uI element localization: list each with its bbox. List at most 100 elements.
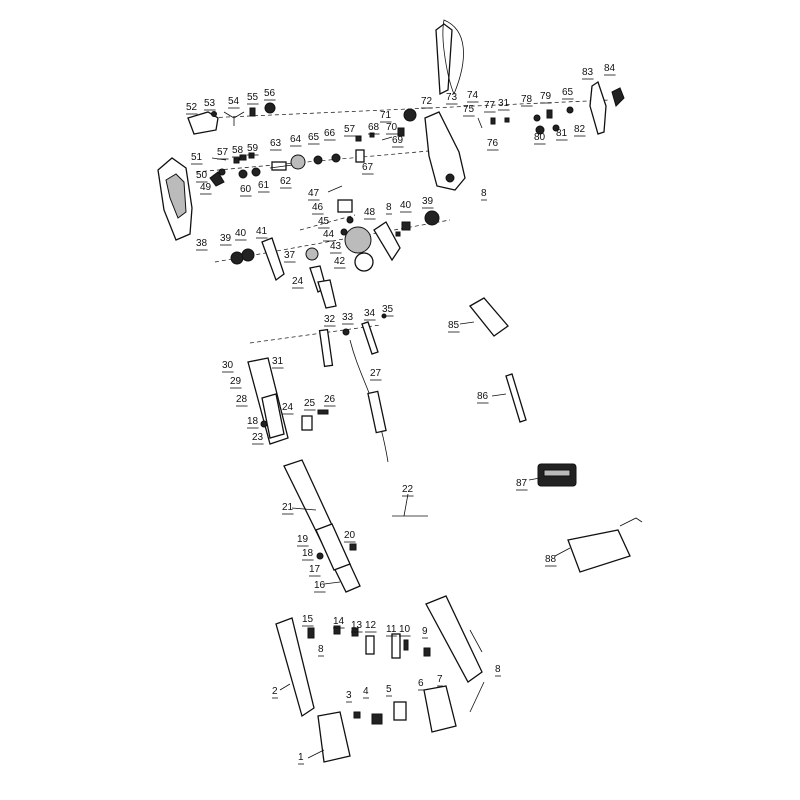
part-54 <box>223 111 245 126</box>
part-33 <box>342 328 350 336</box>
pole-upper-parts <box>247 279 389 463</box>
part-label-27: 27 <box>370 368 382 379</box>
part-55 <box>249 107 256 117</box>
part-10 <box>403 639 409 651</box>
part-65a <box>313 155 323 165</box>
part-39b <box>424 210 440 226</box>
part-25 <box>301 415 313 431</box>
part-label-66: 66 <box>324 128 336 139</box>
part-label-71: 71 <box>380 110 392 121</box>
part-label-49: 49 <box>200 182 212 193</box>
part-label-77: 77 <box>484 100 496 111</box>
part-label-8c: 8 <box>386 202 392 213</box>
part-21-tube <box>283 459 361 593</box>
part-label-8a: 8 <box>318 644 324 655</box>
part-20 <box>349 543 357 551</box>
part-label-58: 58 <box>232 145 244 156</box>
part-57b <box>233 157 240 164</box>
pole-lower-parts <box>283 459 428 593</box>
part-label-57a: 57 <box>344 124 356 135</box>
part-label-69: 69 <box>392 135 404 146</box>
part-label-68: 68 <box>368 122 380 133</box>
part-39a <box>230 251 244 265</box>
part-32 <box>318 328 334 368</box>
part-73-guide-bar <box>435 23 453 96</box>
part-40a <box>241 248 255 262</box>
part-label-7: 7 <box>437 674 443 685</box>
part-46 <box>337 199 353 213</box>
part-label-51: 51 <box>191 152 203 163</box>
part-label-62: 62 <box>280 176 292 187</box>
part-61 <box>251 167 261 177</box>
part-86-tool <box>505 373 527 423</box>
part-label-38: 38 <box>196 238 208 249</box>
part-label-39a: 39 <box>220 233 232 244</box>
part-69 <box>381 136 393 141</box>
part-label-55: 55 <box>247 92 259 103</box>
motor-parts <box>230 185 440 293</box>
part-label-23: 23 <box>252 432 264 443</box>
part-label-40b: 40 <box>400 200 412 211</box>
part-2-handle-left <box>275 617 315 718</box>
part-label-39b: 39 <box>422 196 434 207</box>
part-3 <box>353 711 361 719</box>
part-70 <box>397 127 405 137</box>
part-85-scabbard <box>469 297 509 337</box>
part-60 <box>238 169 248 179</box>
part-label-3: 3 <box>346 690 352 701</box>
part-label-45: 45 <box>318 216 330 227</box>
part-label-32: 32 <box>324 314 336 325</box>
part-label-8b: 8 <box>481 188 487 199</box>
part-43 <box>344 226 372 254</box>
part-label-10: 10 <box>399 624 411 635</box>
part-56 <box>264 102 276 114</box>
part-label-35: 35 <box>382 304 394 315</box>
part-label-53: 53 <box>204 98 216 109</box>
part-4 <box>371 713 383 725</box>
part-label-2: 2 <box>272 686 278 697</box>
part-12 <box>365 635 375 655</box>
part-label-5: 5 <box>386 684 392 695</box>
part-26 <box>317 409 329 415</box>
part-31b <box>504 117 510 123</box>
part-83 <box>589 80 607 135</box>
part-label-17: 17 <box>309 564 321 575</box>
part-50 <box>218 168 226 176</box>
part-label-28: 28 <box>236 394 248 405</box>
part-label-64: 64 <box>290 134 302 145</box>
part-47 <box>327 185 343 193</box>
part-label-79: 79 <box>540 91 552 102</box>
part-7-handle-right <box>425 595 483 683</box>
part-label-82: 82 <box>574 124 586 135</box>
part-label-52: 52 <box>186 102 198 113</box>
part-label-83: 83 <box>582 67 594 78</box>
part-label-19: 19 <box>297 534 309 545</box>
part-label-22: 22 <box>402 484 414 495</box>
part-81 <box>552 124 560 132</box>
part-label-9: 9 <box>422 626 428 637</box>
top-drive-parts <box>187 19 625 191</box>
part-74-chain <box>442 19 464 96</box>
left-housing-parts <box>157 157 227 241</box>
accessory-parts <box>469 297 643 573</box>
part-label-42: 42 <box>334 256 346 267</box>
part-label-33: 33 <box>342 312 354 323</box>
part-34 <box>361 321 379 355</box>
part-label-88: 88 <box>545 554 557 565</box>
part-1-cover <box>317 711 351 763</box>
part-45 <box>346 216 354 224</box>
part-66 <box>331 153 341 163</box>
part-label-34: 34 <box>364 308 376 319</box>
part-label-57b: 57 <box>217 147 229 158</box>
part-label-30: 30 <box>222 360 234 371</box>
part-label-75: 75 <box>463 104 475 115</box>
part-48 <box>373 221 401 262</box>
part-label-54: 54 <box>228 96 240 107</box>
leader-lines <box>279 321 571 759</box>
part-label-74: 74 <box>467 90 479 101</box>
part-label-78: 78 <box>521 94 533 105</box>
part-label-73: 73 <box>446 92 458 103</box>
part-label-50: 50 <box>196 170 208 181</box>
part-label-24a: 24 <box>292 276 304 287</box>
